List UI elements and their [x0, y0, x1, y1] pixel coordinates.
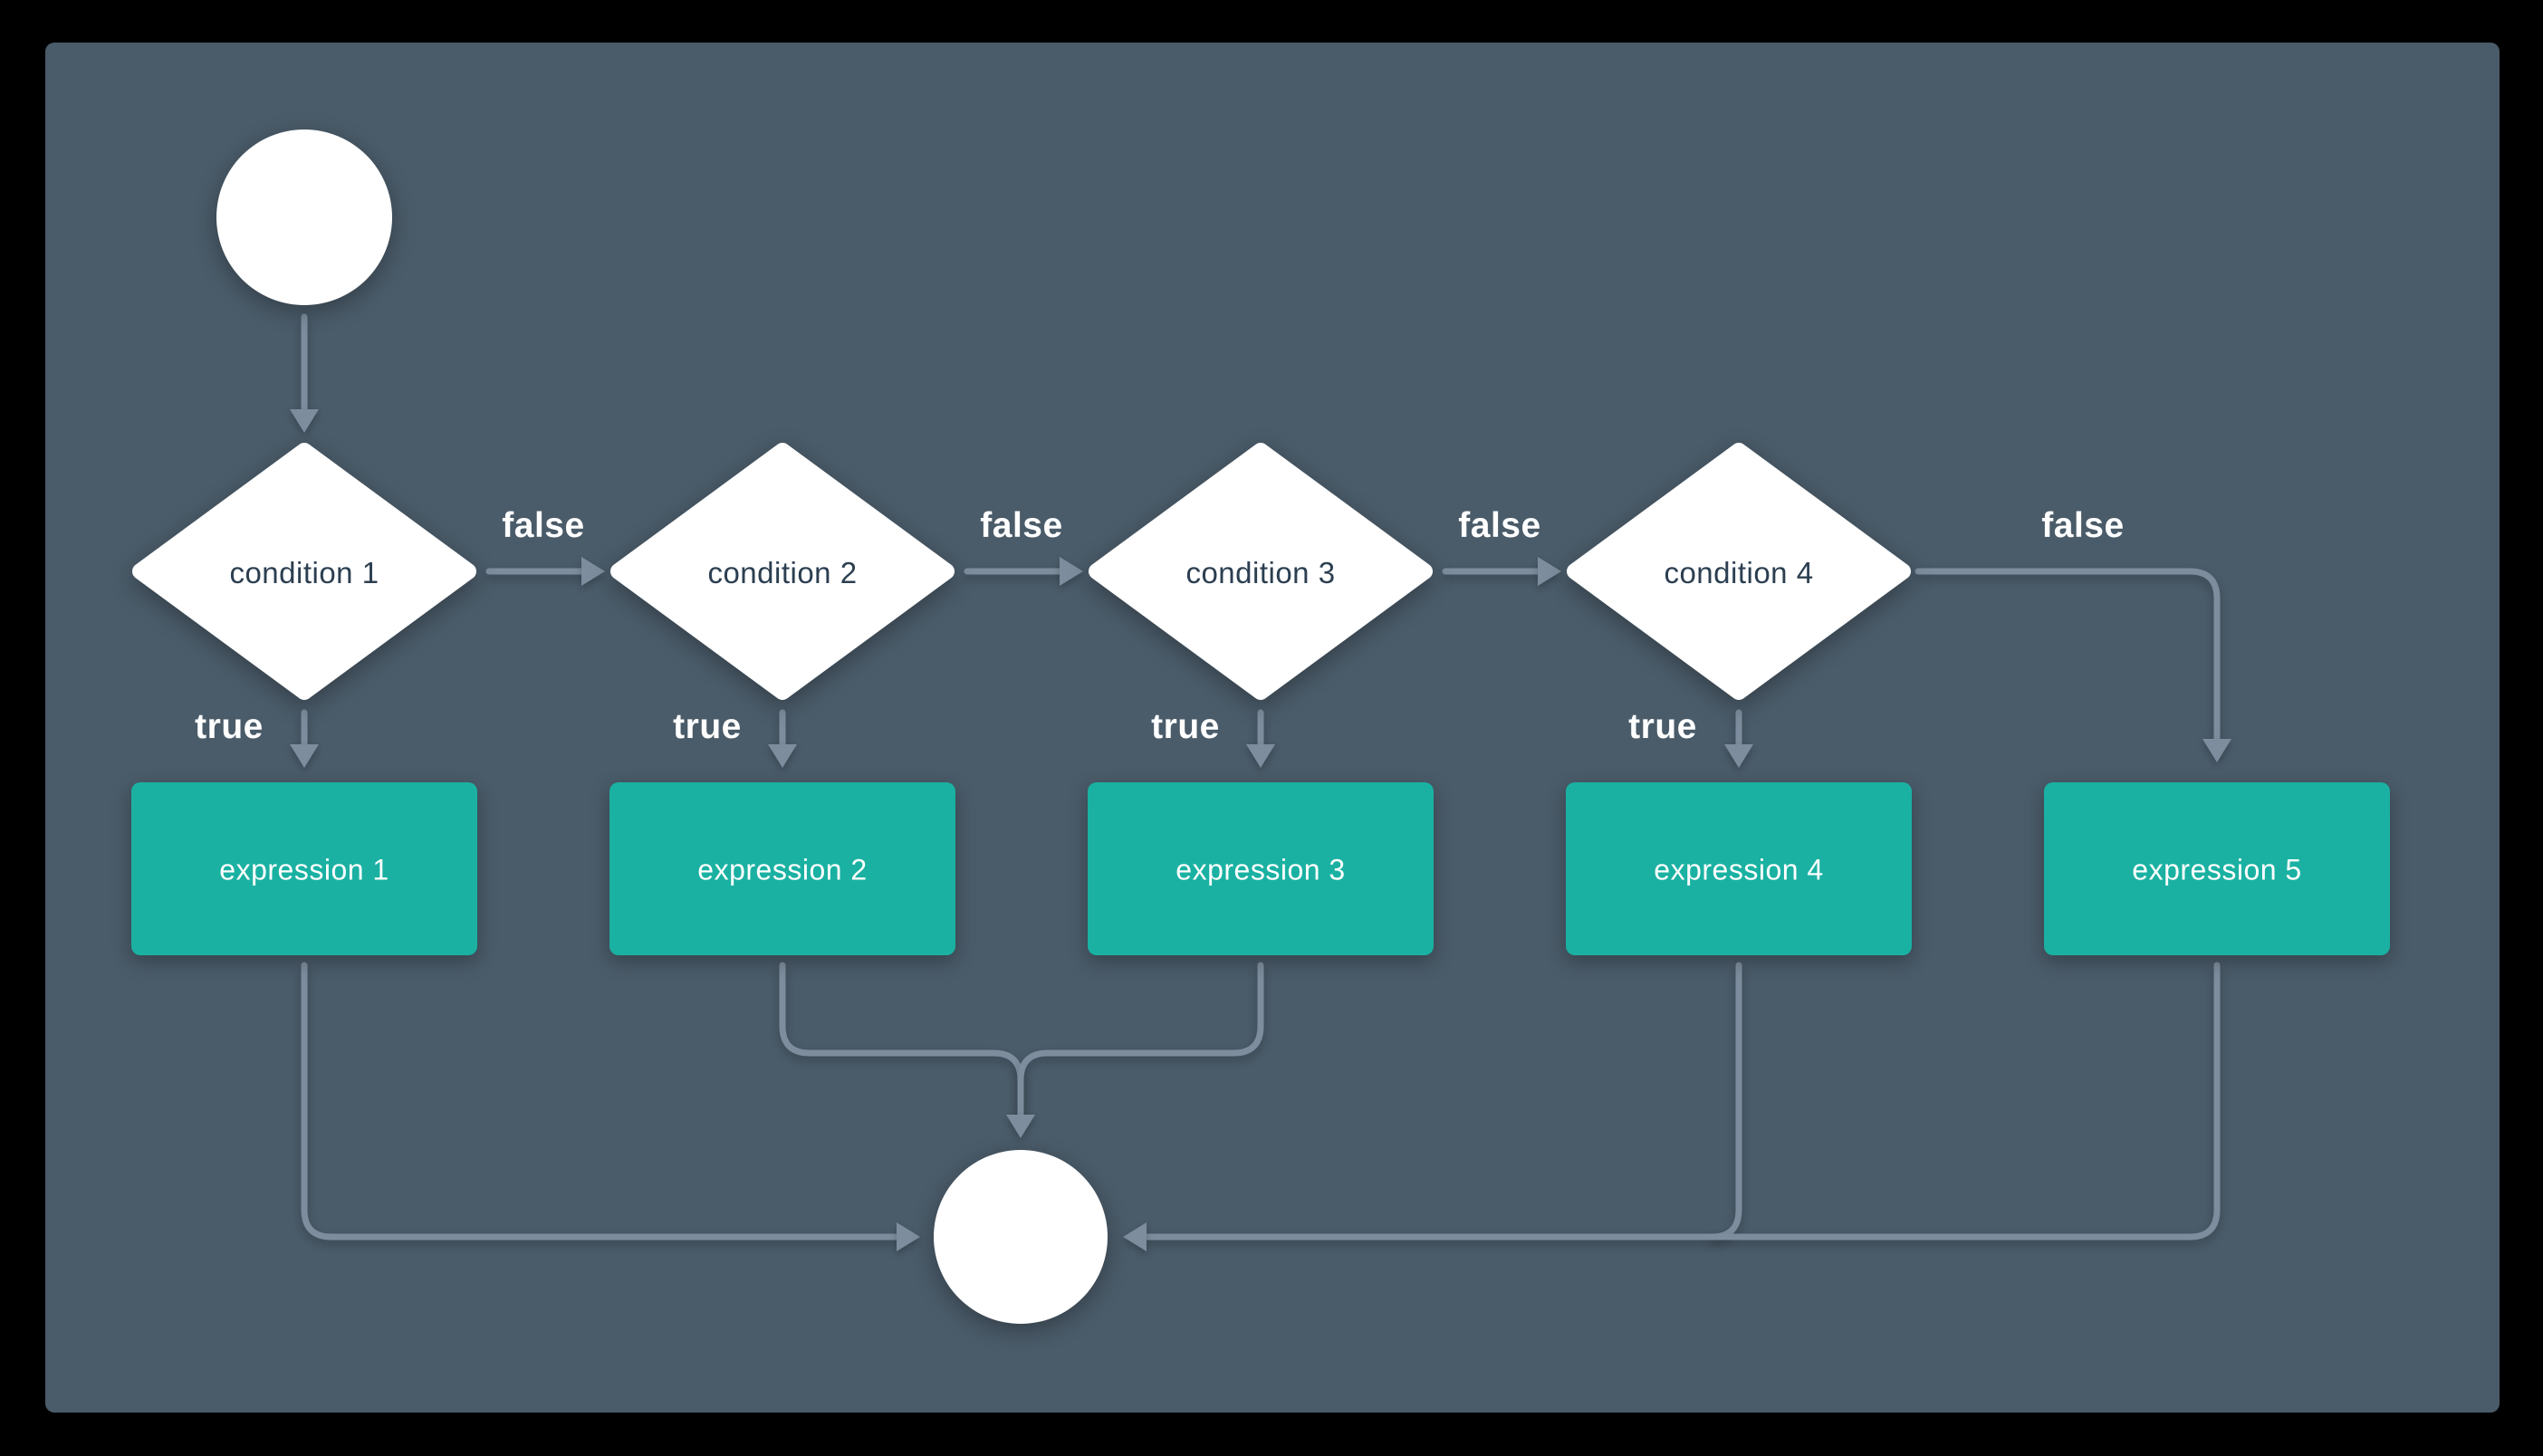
end-node [934, 1150, 1108, 1324]
arrowhead-false-condition-2-to-3 [1060, 557, 1083, 586]
edge-false-condition-4-to-expression-5 [1914, 568, 2221, 742]
condition-3-label: condition 3 [1185, 556, 1336, 589]
arrowhead-start-to-condition-1 [290, 409, 319, 433]
expression-4-label: expression 4 [1654, 853, 1824, 886]
diagram-background [45, 43, 2500, 1413]
expression-5-box [2044, 782, 2390, 955]
arrowhead-true-condition-1 [290, 744, 319, 768]
false-label-4: false [2041, 506, 2125, 545]
condition-2-label: condition 2 [707, 556, 858, 589]
expression-2-box [609, 782, 955, 955]
expression-5-label: expression 5 [2132, 853, 2302, 886]
edge-expression-3-to-merge [1017, 962, 1264, 1118]
edge-expression-5-to-end [1143, 962, 2221, 1240]
arrowhead-true-condition-4 [1724, 744, 1753, 768]
expression-4-box [1566, 782, 1912, 955]
arrowhead-false-condition-3-to-4 [1538, 557, 1561, 586]
arrowhead-true-condition-3 [1246, 744, 1275, 768]
condition-3-diamond [1089, 443, 1433, 700]
edge-expression-1-to-end [301, 962, 900, 1240]
condition-1-label: condition 1 [229, 556, 379, 589]
condition-1-diamond [132, 443, 476, 700]
false-label-1: false [502, 506, 585, 545]
arrowhead-expression-5-to-end [1123, 1222, 1147, 1251]
true-label-4: true [1628, 707, 1697, 746]
arrowhead-merge-to-end [1006, 1115, 1035, 1138]
false-label-2: false [980, 506, 1063, 545]
arrowhead-true-condition-2 [768, 744, 797, 768]
start-node [216, 129, 392, 305]
true-label-2: true [673, 707, 742, 746]
arrowhead-false-condition-4-to-expression-5 [2202, 739, 2231, 762]
condition-4-diamond [1567, 443, 1911, 700]
arrowhead-expression-1-to-end [897, 1222, 920, 1251]
expression-1-box [131, 782, 477, 955]
expression-2-label: expression 2 [697, 853, 868, 886]
false-label-3: false [1458, 506, 1541, 545]
true-label-3: true [1151, 707, 1220, 746]
expression-3-label: expression 3 [1176, 853, 1346, 886]
edge-expression-4-to-bottom-line [1708, 962, 1742, 1240]
arrowhead-false-condition-1-to-2 [581, 557, 605, 586]
true-label-1: true [195, 707, 264, 746]
condition-4-label: condition 4 [1664, 556, 1814, 589]
expression-1-label: expression 1 [219, 853, 389, 886]
expression-3-box [1088, 782, 1434, 955]
condition-2-diamond [610, 443, 955, 700]
edge-expression-2-to-merge [779, 962, 1024, 1118]
